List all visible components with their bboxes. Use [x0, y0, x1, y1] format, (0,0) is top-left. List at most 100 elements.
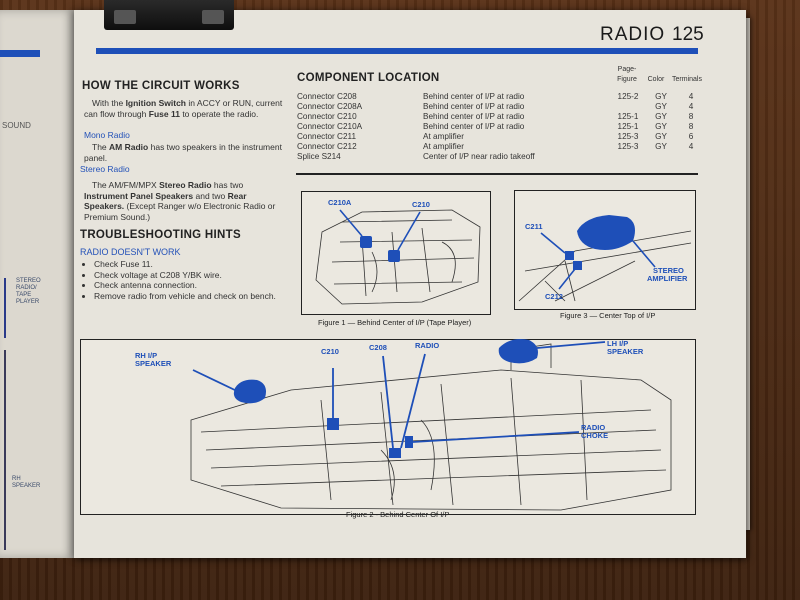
figure-2-caption: Figure 2 - Behind Center Of I/P	[346, 510, 450, 519]
how-circuit-paragraph: With the Ignition Switch in ACCY or RUN,…	[84, 98, 284, 119]
component-terminals-cell: 8	[688, 121, 694, 131]
troubleshooting-hints-list: Check Fuse 11. Check voltage at C208 Y/B…	[84, 259, 294, 301]
component-name-cell: Connector C208	[297, 91, 357, 101]
component-terminals-cell: 4	[688, 91, 694, 101]
component-terminals-cell: 4	[688, 101, 694, 111]
radio-doesnt-work-subheading: RADIO DOESN'T WORK	[80, 247, 181, 257]
figure-3-label-c212: C212	[545, 292, 563, 301]
c210-connector	[388, 250, 400, 262]
figure-2-frame: RH I/P SPEAKER C210 C208 RADIO LH I/P SP…	[80, 339, 696, 515]
component-name-cell: Connector C212	[297, 141, 357, 151]
hint-item: Check voltage at C208 Y/BK wire.	[94, 270, 294, 281]
figure-2-label-radio: RADIO	[415, 341, 440, 350]
previous-page-blue-bar	[0, 50, 40, 57]
figure-3-caption: Figure 3 — Center Top of I/P	[560, 311, 656, 320]
rear-speakers-term: Rear Speakers.	[84, 190, 247, 212]
intro-text-3: to operate the radio.	[182, 108, 259, 119]
component-figure-cell: 125-1	[617, 111, 639, 121]
col-header-terminals: Terminals	[672, 76, 702, 83]
component-color-cell: GY	[655, 101, 667, 111]
radio-arrow	[400, 353, 426, 449]
binder-clip	[104, 0, 234, 30]
component-name-cell: Connector C210A	[297, 121, 363, 131]
component-color-cell	[648, 151, 674, 161]
component-terminals-cell	[674, 151, 708, 161]
previous-page-wire-2	[4, 350, 6, 550]
col-header-color: Color	[647, 76, 665, 83]
component-name-cell: Connector C208A	[297, 101, 363, 111]
component-figure-cell: 125-1	[617, 121, 639, 131]
rh-speaker-shape	[233, 379, 266, 404]
c210a-connector	[360, 236, 372, 248]
intro-text-1: With the	[92, 98, 124, 108]
lp-stereo-line-2: RADIO/	[16, 285, 37, 291]
stereo-text-3: and two	[195, 190, 226, 201]
stereo-radio-subheading: Stereo Radio	[80, 164, 130, 174]
section-rule	[296, 173, 698, 175]
col-header-figure: Figure	[617, 76, 637, 83]
component-color-cell: GY	[655, 121, 667, 131]
component-figure-cell: 125-3	[617, 141, 639, 151]
component-name-cell: Connector C211	[297, 131, 357, 141]
radio-choke-line-2: CHOKE	[581, 431, 609, 440]
component-location-cell: Behind center of I/P at radio	[423, 121, 525, 131]
figure-1-caption: Figure 1 — Behind Center of I/P (Tape Pl…	[318, 318, 472, 327]
component-location-cell: At amplifier	[423, 141, 464, 151]
component-terminals-cell: 8	[688, 111, 694, 121]
stereo-radio-paragraph: The AM/FM/MPX Stereo Radio has two Instr…	[84, 180, 284, 222]
figure-2-label-rh-speaker: RH I/P SPEAKER	[135, 352, 171, 368]
component-figure-cell: 125-2	[617, 91, 639, 101]
c208-connector	[389, 448, 401, 458]
radio-choke-arrow	[412, 431, 580, 443]
col-header-page: Page-	[617, 66, 637, 73]
am-radio-term: AM Radio	[109, 142, 149, 152]
figure-3-illustration	[518, 215, 692, 302]
c211-arrow	[540, 232, 566, 254]
component-row: Connector C210A Behind center of I/P at r…	[297, 121, 708, 131]
figure-3-frame: C211 STEREO AMPLIFIER C212	[514, 190, 696, 310]
lp-stereo-line-4: PLAYER	[16, 299, 40, 305]
fuse-term: Fuse 11	[148, 108, 180, 119]
component-name-cell: Connector C210	[297, 111, 357, 121]
previous-page-edge: SOUND STEREO RADIO/ TAPE PLAYER RH SPEAK…	[0, 10, 78, 558]
page-stack-edge	[742, 18, 750, 530]
hint-item: Check Fuse 11.	[94, 259, 294, 270]
c212-connector	[573, 261, 582, 270]
page-title: RADIO	[600, 24, 666, 45]
radio-choke-shape	[405, 436, 413, 448]
clip-tab-right	[202, 10, 224, 24]
c211-connector	[565, 251, 574, 260]
stereo-text-2: has two	[213, 180, 244, 190]
lh-speaker-line-1: LH I/P	[607, 339, 629, 348]
figure-2-label-radio-choke: RADIO CHOKE	[581, 424, 608, 440]
mono-radio-paragraph: The AM Radio has two speakers in the ins…	[84, 142, 284, 163]
lp-stereo-line-3: TAPE	[16, 292, 32, 298]
lp-rh-line-1: RH	[12, 476, 21, 482]
troubleshooting-heading: TROUBLESHOOTING HINTS	[80, 229, 241, 241]
figure-3-label-stereo: STEREO	[653, 266, 684, 275]
c208-arrow	[382, 355, 394, 449]
lp-rh-line-2: SPEAKER	[12, 483, 41, 489]
figure-1-frame: C210A C210	[301, 191, 491, 315]
c212-arrow	[558, 268, 576, 290]
component-color-cell: GY	[655, 91, 667, 101]
figure-1-label-c210a: C210A	[328, 198, 352, 207]
previous-page-stereo-label: STEREO RADIO/ TAPE PLAYER	[16, 278, 41, 306]
component-figure-cell	[608, 151, 648, 161]
how-circuit-heading: HOW THE CIRCUIT WORKS	[82, 80, 240, 92]
component-location-cell: Behind center of I/P at radio	[423, 91, 525, 101]
c210-connector-fig2	[327, 418, 339, 430]
page-number: 125	[672, 24, 704, 45]
clip-tab-left	[114, 10, 136, 24]
stereo-radio-term: Stereo Radio	[159, 180, 212, 190]
component-figure-cell	[608, 101, 648, 111]
component-location-heading: COMPONENT LOCATION	[297, 72, 440, 84]
component-row: Connector C208 Behind center of I/P at ra…	[297, 91, 708, 101]
amplifier-arrow	[632, 240, 656, 268]
header-rule	[96, 48, 698, 54]
rh-speaker-line-1: RH I/P	[135, 351, 158, 360]
lh-speaker-line-2: SPEAKER	[607, 347, 644, 356]
figure-2-label-lh-speaker: LH I/P SPEAKER	[607, 340, 643, 356]
component-figure-cell: 125-3	[617, 131, 639, 141]
